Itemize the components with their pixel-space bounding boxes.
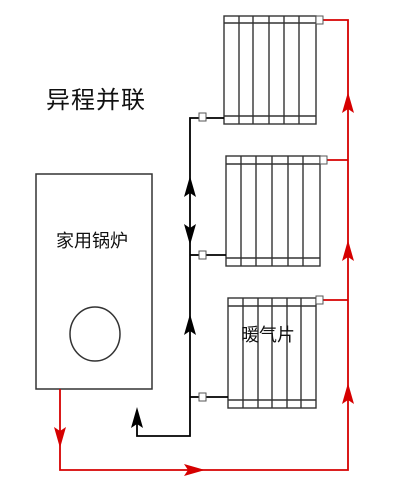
boiler-burner-circle [69, 306, 121, 362]
diagram-title: 异程并联 [46, 86, 146, 114]
supply-arrow-down-1 [184, 224, 196, 245]
return-arrow-up-2 [342, 240, 354, 261]
boiler [35, 173, 153, 390]
supply-arrow-up-1 [184, 176, 196, 197]
radiator-middle [225, 155, 321, 267]
return-arrow-up-1 [342, 92, 354, 113]
boiler-label: 家用锅炉 [56, 231, 128, 252]
return-arrow-down [54, 427, 66, 448]
valves [198, 15, 328, 402]
supply-arrow-up-3 [131, 407, 143, 428]
radiator-top [223, 15, 317, 125]
return-arrow-right [184, 464, 205, 476]
return-arrow-up-3 [342, 383, 354, 404]
supply-arrow-up-2 [184, 314, 196, 335]
boiler-body [35, 173, 153, 390]
supply-pipe-arrows [131, 176, 196, 428]
radiator-bottom [227, 297, 317, 409]
return-pipe-arrows [54, 92, 354, 476]
radiator-label: 暖气片 [241, 325, 295, 346]
